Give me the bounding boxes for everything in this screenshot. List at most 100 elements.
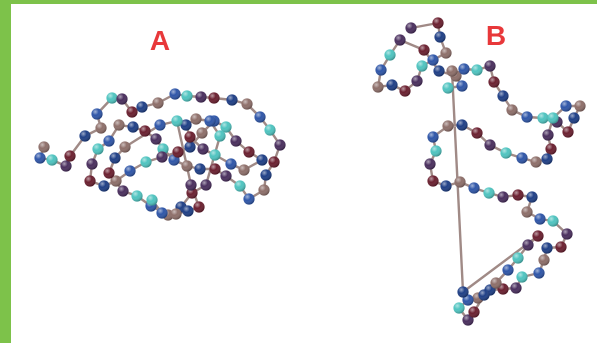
chain-a-bead-highlight	[196, 127, 208, 139]
chain-b-bead-highlight	[521, 111, 533, 123]
chain-a-bead-highlight	[256, 154, 268, 166]
chain-b-bead-highlight	[471, 127, 483, 139]
chain-a-bead-highlight	[169, 88, 181, 100]
chain-a-bead-highlight	[220, 121, 232, 133]
chain-a-bead-highlight	[238, 164, 250, 176]
chain-a-bead-highlight	[208, 92, 220, 104]
chain-a-bead-highlight	[46, 154, 58, 166]
chain-b-bead-highlight	[478, 289, 490, 301]
chain-a-bead-highlight	[152, 97, 164, 109]
chain-b-bead-highlight	[516, 271, 528, 283]
chain-b-bead-highlight	[446, 65, 458, 77]
chain-b	[372, 17, 586, 326]
chain-a-bead-highlight	[220, 170, 232, 182]
chain-b-bead-highlight	[394, 34, 406, 46]
chain-b-bead-highlight	[533, 267, 545, 279]
chain-a-bead-highlight	[230, 135, 242, 147]
chain-a-bead-highlight	[146, 194, 158, 206]
chain-b-bead-highlight	[521, 206, 533, 218]
chain-a-bead-highlight	[209, 163, 221, 175]
chain-a-bead-highlight	[84, 175, 96, 187]
chain-b-bead-highlight	[442, 120, 454, 132]
chain-a-bead-highlight	[234, 180, 246, 192]
chain-b-bead-highlight	[372, 81, 384, 93]
chain-b-bead-highlight	[497, 191, 509, 203]
chain-a-bead-highlight	[140, 156, 152, 168]
chain-a-bead-highlight	[110, 175, 122, 187]
chain-a-bead-highlight	[243, 146, 255, 158]
chain-a-bead-highlight	[226, 94, 238, 106]
chain-b-bead-highlight	[538, 254, 550, 266]
chain-b-bead-highlight	[483, 187, 495, 199]
chain-a	[34, 88, 286, 221]
chain-b-bead-highlight	[430, 145, 442, 157]
chain-b-bead-highlight	[561, 228, 573, 240]
chain-a-bead-highlight	[241, 98, 253, 110]
chain-a-bead-highlight	[64, 150, 76, 162]
chain-a-bead-highlight	[150, 133, 162, 145]
chain-a-bead-highlight	[113, 119, 125, 131]
chain-a-bead-highlight	[116, 93, 128, 105]
chain-a-bead-highlight	[170, 208, 182, 220]
chain-b-bead-highlight	[462, 314, 474, 326]
chain-a-bead-highlight	[194, 163, 206, 175]
chain-b-bead-highlight	[542, 129, 554, 141]
chain-a-bead-highlight	[243, 193, 255, 205]
chain-b-bead-highlight	[453, 302, 465, 314]
chain-b-bead-highlight	[386, 79, 398, 91]
chain-b-bead-highlight	[562, 126, 574, 138]
chain-a-bead-highlight	[91, 108, 103, 120]
chain-a-bead-highlight	[95, 122, 107, 134]
chain-b-bead-highlight	[440, 47, 452, 59]
chain-a-bead-highlight	[274, 139, 286, 151]
chain-a-bead-highlight	[204, 115, 216, 127]
chain-a-bead-highlight	[209, 149, 221, 161]
chain-a-bead-highlight	[79, 130, 91, 142]
chain-a-bead-highlight	[264, 124, 276, 136]
label-b: B	[486, 20, 506, 51]
chain-a-bead-highlight	[60, 160, 72, 172]
chain-b-bead-highlight	[427, 54, 439, 66]
chain-b-bead-highlight	[545, 143, 557, 155]
chain-b-bead-highlight	[418, 44, 430, 56]
chain-b-bead-highlight	[375, 64, 387, 76]
chain-b-bead-highlight	[488, 76, 500, 88]
chain-b-bead-highlight	[433, 65, 445, 77]
chain-b-bead-highlight	[506, 104, 518, 116]
chain-b-bead-highlight	[405, 22, 417, 34]
chain-b-bead-highlight	[490, 277, 502, 289]
chain-b-bead-highlight	[442, 82, 454, 94]
chain-a-bead-highlight	[184, 131, 196, 143]
chain-a-bead-highlight	[106, 92, 118, 104]
chain-b-bead-highlight	[468, 182, 480, 194]
chain-b-bead-highlight	[547, 215, 559, 227]
chain-a-bead-highlight	[214, 130, 226, 142]
chain-b-bead-highlight	[454, 176, 466, 188]
chain-a-bead-highlight	[109, 152, 121, 164]
chain-b-bead-highlight	[416, 60, 428, 72]
chain-a-bead-highlight	[92, 143, 104, 155]
chain-a-bead-highlight	[103, 167, 115, 179]
chain-b-bead-highlight	[427, 131, 439, 143]
chain-b-bead-highlight	[468, 306, 480, 318]
chain-a-bead-highlight	[131, 190, 143, 202]
chain-b-bead-highlight	[462, 294, 474, 306]
chain-b-bead-highlight	[537, 112, 549, 124]
chain-b-bead-highlight	[399, 85, 411, 97]
chain-a-bead-highlight	[34, 152, 46, 164]
chain-a-bead-highlight	[117, 185, 129, 197]
chain-a-bead-highlight	[171, 115, 183, 127]
chain-b-bead-highlight	[456, 80, 468, 92]
chain-b-bead-highlight	[411, 75, 423, 87]
chain-a-bead-highlight	[156, 207, 168, 219]
chain-b-bead-highlight	[530, 156, 542, 168]
chain-b-bead-highlight	[522, 239, 534, 251]
chain-a-bead-highlight	[254, 111, 266, 123]
chain-b-bead-highlight	[568, 112, 580, 124]
chain-a-bead-highlight	[193, 201, 205, 213]
chain-a-bead-highlight	[156, 151, 168, 163]
chain-a-bead-highlight	[190, 113, 202, 125]
chain-b-bead-highlight	[484, 60, 496, 72]
chain-a-bead-highlight	[119, 141, 131, 153]
